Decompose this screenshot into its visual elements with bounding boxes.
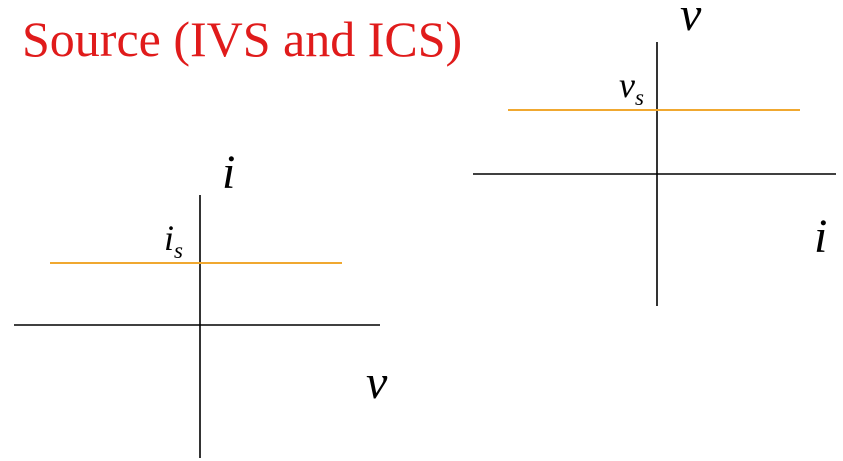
ics-vertical-axis-label: i xyxy=(222,146,235,199)
ics-plot: i v is xyxy=(14,146,388,458)
ivs-vertical-axis-label: v xyxy=(680,0,702,41)
ivs-level-label-sub: s xyxy=(635,85,644,110)
page-title: Source (IVS and ICS) xyxy=(22,11,463,67)
ics-horizontal-axis-label: v xyxy=(366,356,388,409)
ivs-horizontal-axis-label: i xyxy=(814,210,827,263)
ivs-level-label: vs xyxy=(619,65,644,110)
ics-level-label-main: i xyxy=(164,218,174,258)
ics-level-label: is xyxy=(164,218,183,263)
ivs-plot: v i vs xyxy=(473,0,836,306)
ivs-level-label-main: v xyxy=(619,65,635,105)
ics-level-label-sub: s xyxy=(174,238,183,263)
